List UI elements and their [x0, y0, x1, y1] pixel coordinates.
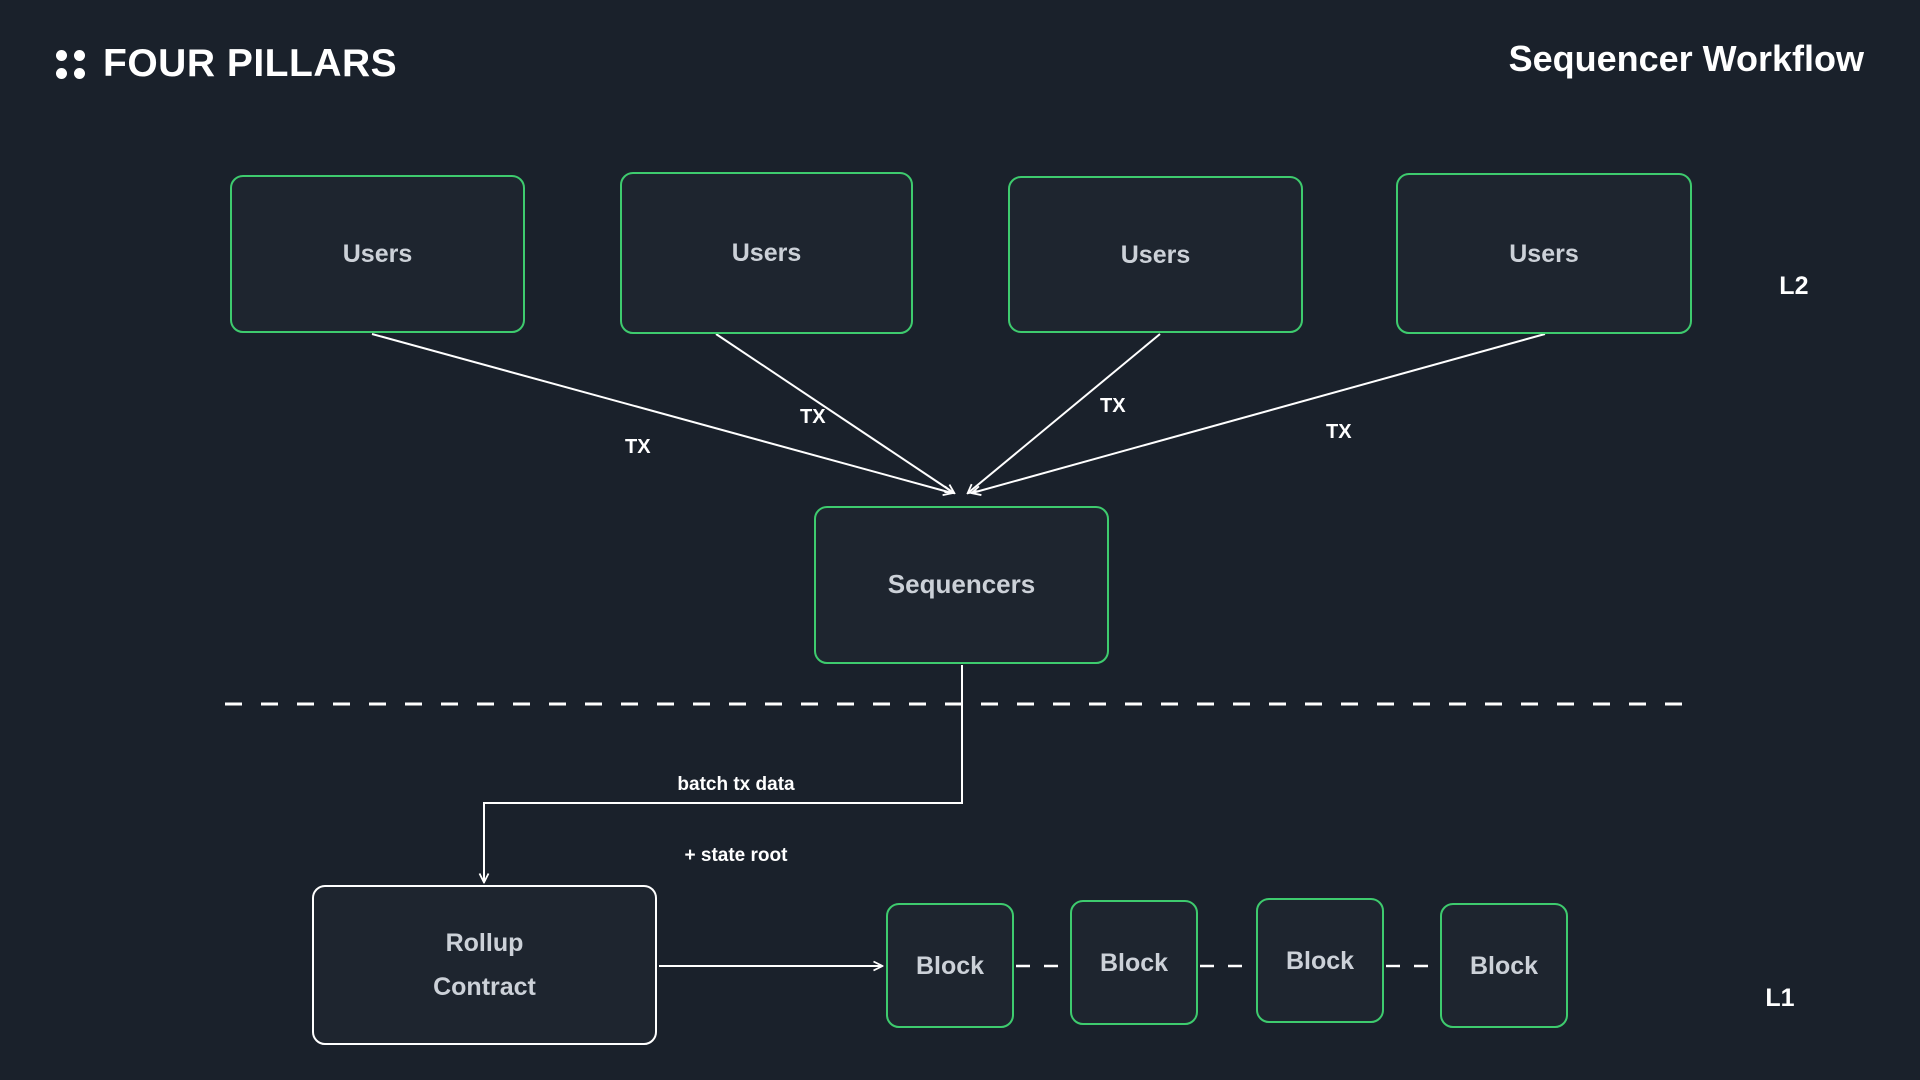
node-block-1[interactable]: Block: [886, 903, 1014, 1028]
node-label: Users: [342, 240, 413, 268]
lane-label-l2-text: L2: [1779, 272, 1809, 301]
node-block-2[interactable]: Block: [1070, 900, 1198, 1025]
edge-user1-sequencers: [371, 333, 952, 493]
edge-label-tx-1: TX: [625, 436, 651, 458]
node-label: Block: [915, 951, 985, 980]
node-users-2[interactable]: Users: [620, 172, 913, 334]
edge-label-batch-tx-data: batch tx data + state root: [620, 725, 852, 915]
node-label-line1: Rollup: [445, 929, 524, 957]
node-rollup-contract[interactable]: Rollup Contract: [312, 885, 657, 1045]
node-sequencers[interactable]: Sequencers: [814, 506, 1109, 664]
node-users-1[interactable]: Users: [230, 175, 525, 333]
page-title: Sequencer Workflow: [1508, 38, 1864, 79]
brand-logo: FOUR PILLARS: [56, 42, 397, 86]
edge-user3-sequencers: [968, 333, 1161, 493]
node-block-4[interactable]: Block: [1440, 903, 1568, 1028]
lane-label-l1: L1 (Ethereum): [1690, 920, 1870, 1080]
node-label: Block: [1469, 951, 1539, 980]
lane-label-l1-line1: L1: [1765, 983, 1795, 1012]
node-users-3[interactable]: Users: [1008, 176, 1303, 333]
lane-label-l1-line2: (Ethereum): [1690, 1076, 1870, 1080]
node-label: Block: [1099, 948, 1169, 977]
node-label-line2: Contract: [433, 973, 536, 1001]
node-label: Users: [731, 239, 802, 267]
brand-name: FOUR PILLARS: [103, 42, 398, 85]
batch-label-line1: batch tx data: [677, 773, 795, 795]
edge-label-tx-4: TX: [1326, 421, 1352, 443]
batch-label-line2: + state root: [684, 844, 788, 866]
node-label: Users: [1120, 240, 1191, 269]
node-label: Sequencers: [887, 569, 1036, 600]
edge-user4-sequencers: [972, 333, 1546, 493]
node-label: Block: [1285, 946, 1355, 975]
node-label: Users: [1509, 239, 1579, 268]
edge-label-tx-2: TX: [800, 406, 826, 428]
edge-user2-sequencers: [715, 333, 954, 493]
four-dots-icon: [56, 49, 85, 79]
node-users-4[interactable]: Users: [1396, 173, 1692, 334]
edge-label-tx-3: TX: [1100, 395, 1126, 417]
node-block-3[interactable]: Block: [1256, 898, 1384, 1023]
lane-label-l2: L2: [1700, 240, 1860, 334]
